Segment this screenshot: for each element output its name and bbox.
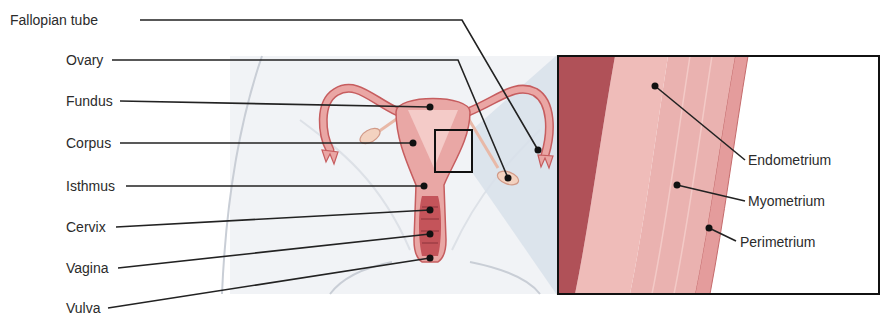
leader-dot xyxy=(410,140,417,147)
leader-line xyxy=(655,86,745,160)
leader-dot xyxy=(674,182,681,189)
part-label: Vulva xyxy=(66,299,101,317)
leader-line xyxy=(120,142,413,144)
leader-dot xyxy=(427,231,434,238)
leader-line xyxy=(677,185,745,201)
part-label: Corpus xyxy=(66,134,111,152)
fimbriae xyxy=(322,150,338,164)
part-label: Ovary xyxy=(66,51,103,69)
fimbriae xyxy=(538,155,553,168)
body-outline xyxy=(330,262,392,294)
fallopian-tube xyxy=(323,88,398,150)
leader-dot xyxy=(505,175,512,182)
leader-line xyxy=(118,234,430,268)
leader-line xyxy=(108,258,430,308)
part-label: Perimetrium xyxy=(740,233,815,251)
inset-background xyxy=(558,56,879,294)
fallopian-tube xyxy=(323,88,398,150)
cervix-ridges xyxy=(421,207,439,243)
body-outline xyxy=(222,56,262,294)
part-label: Endometrium xyxy=(748,151,831,169)
body-background xyxy=(230,56,557,294)
leader-dot xyxy=(427,104,434,111)
zoom-box xyxy=(435,130,472,172)
part-label: Cervix xyxy=(66,218,106,236)
part-label: Fundus xyxy=(66,92,113,110)
part-label: Isthmus xyxy=(66,177,115,195)
cervix-canal xyxy=(419,196,441,256)
leader-dot xyxy=(535,147,542,154)
part-label: Fallopian tube xyxy=(10,11,98,29)
leader-dot xyxy=(706,225,713,232)
ovarian-ligament xyxy=(378,118,398,132)
leader-dot xyxy=(421,183,428,190)
leader-line xyxy=(140,20,538,150)
leader-line xyxy=(120,101,430,107)
leader-lines xyxy=(108,20,745,308)
part-label: Myometrium xyxy=(748,192,825,210)
inset-frame xyxy=(558,56,879,294)
leader-line xyxy=(116,210,430,227)
leader-line xyxy=(112,60,508,178)
body-outline xyxy=(470,262,540,294)
part-label: Vagina xyxy=(66,259,109,277)
leader-dot xyxy=(427,207,434,214)
wall-layers xyxy=(558,56,748,294)
leader-line xyxy=(126,185,424,187)
leader-dot xyxy=(652,83,659,90)
uterine-lumen xyxy=(558,56,615,294)
leader-line xyxy=(709,228,736,241)
leader-dot xyxy=(427,255,434,262)
body-outline xyxy=(300,120,410,250)
leader-dots xyxy=(410,83,713,262)
uterus-body xyxy=(396,99,470,263)
ovary-shape xyxy=(496,169,521,188)
uterine-cavity xyxy=(408,110,458,168)
